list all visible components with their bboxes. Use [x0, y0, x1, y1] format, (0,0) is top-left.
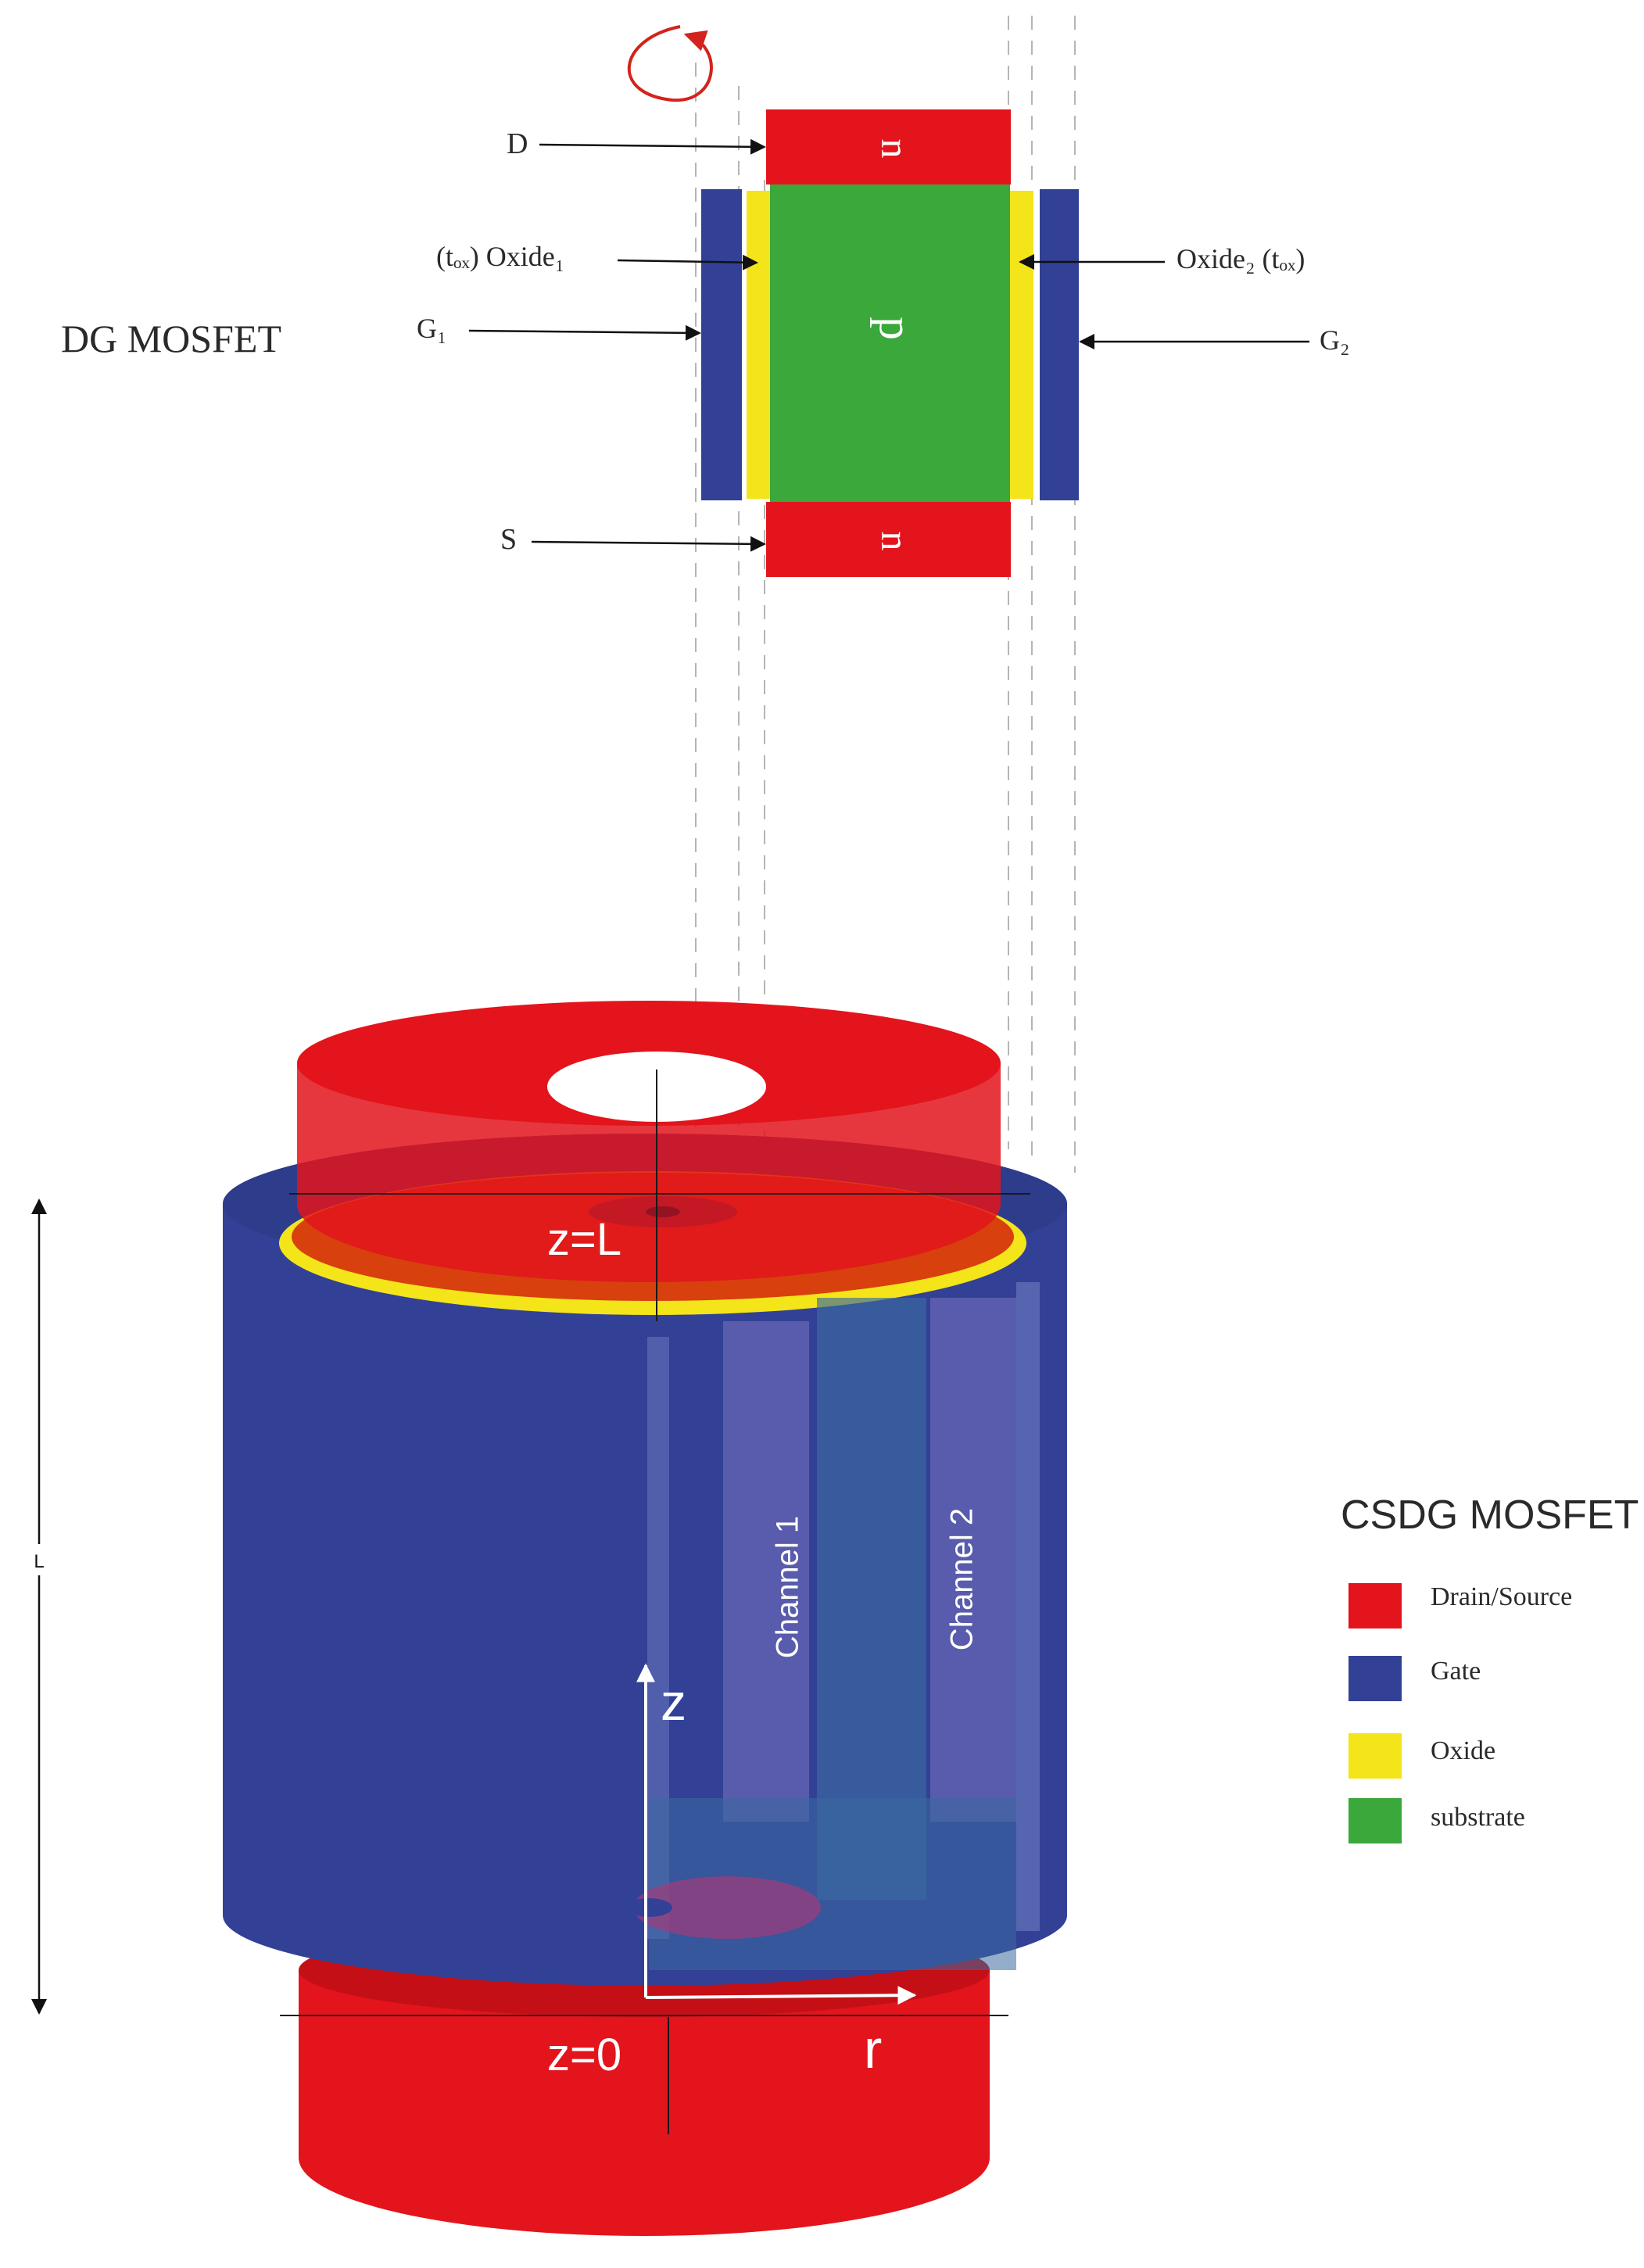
- center-ring-core: [646, 1206, 680, 1217]
- gate2-block: [1040, 189, 1079, 500]
- bottom-cut-hole: [625, 1898, 672, 1917]
- channel2-label: Channel 2: [945, 1508, 980, 1650]
- rotation-arrow-icon: [628, 25, 713, 102]
- p-substrate-block: [770, 185, 1010, 502]
- drain-n-block: [766, 109, 1011, 185]
- gate2-label: G₂: [1320, 324, 1350, 356]
- legend-swatch-oxide: [1349, 1733, 1402, 1779]
- r-axis-arrow: [645, 1986, 917, 2005]
- legend-label-drain-source: Drain/Source: [1431, 1582, 1572, 1611]
- gate1-block: [701, 189, 742, 500]
- channel-strip-1: [723, 1321, 809, 1822]
- bottom-cut-ring: [633, 1876, 821, 1939]
- legend: CSDG MOSFET Drain/Source Gate Oxide subs…: [1341, 1492, 1639, 1843]
- legend-swatch-gate: [1349, 1656, 1402, 1701]
- z-axis-label: z: [661, 1673, 686, 1731]
- legend-label-gate: Gate: [1431, 1657, 1481, 1686]
- source-pointer: [531, 536, 766, 552]
- oxide1-label: (tₒₓ) Oxide₁: [436, 241, 564, 272]
- source-label: S: [500, 523, 517, 556]
- oxide-strip-right: [1016, 1282, 1040, 1931]
- length-label: L: [34, 1551, 44, 1572]
- legend-label-substrate: substrate: [1431, 1803, 1525, 1832]
- r-axis-label: r: [864, 2019, 882, 2080]
- gate1-pointer: [468, 324, 701, 341]
- z-0-label: z=0: [547, 2030, 621, 2080]
- oxide2-label: Oxide₂ (tₒₓ): [1177, 243, 1305, 274]
- z-l-label: z=L: [547, 1214, 621, 1265]
- drain-cylinder: [297, 1063, 1001, 1282]
- source-cylinder: [299, 1970, 990, 2236]
- dg-mosfet-title: DG MOSFET: [61, 317, 281, 360]
- legend-swatch-drain-source: [1349, 1583, 1402, 1628]
- legend-swatch-substrate: [1349, 1798, 1402, 1843]
- csdg-mosfet: L z=L z=0 z r Channel 1 Channel 2: [27, 1001, 1067, 2236]
- channel1-label: Channel 1: [771, 1516, 805, 1658]
- oxide2-block: [1010, 191, 1033, 499]
- n-bottom-label: n: [874, 532, 918, 551]
- p-body-label: p: [870, 317, 922, 340]
- drain-pointer: [539, 138, 766, 155]
- drain-label: D: [507, 127, 528, 160]
- legend-title: CSDG MOSFET: [1341, 1492, 1639, 1538]
- oxide1-pointer: [617, 254, 758, 271]
- source-n-block: [766, 502, 1011, 577]
- gate1-label: G₁: [417, 313, 447, 344]
- legend-label-oxide: Oxide: [1431, 1736, 1495, 1765]
- oxide1-block: [747, 191, 770, 499]
- length-label-bg: [27, 1544, 51, 1575]
- channel-strip-2: [930, 1298, 1016, 1822]
- n-top-label: n: [874, 139, 918, 159]
- dg-mosfet: n p n DG MOSFET D (tₒₓ) Oxide₁ G₁ S Oxid…: [61, 25, 1350, 577]
